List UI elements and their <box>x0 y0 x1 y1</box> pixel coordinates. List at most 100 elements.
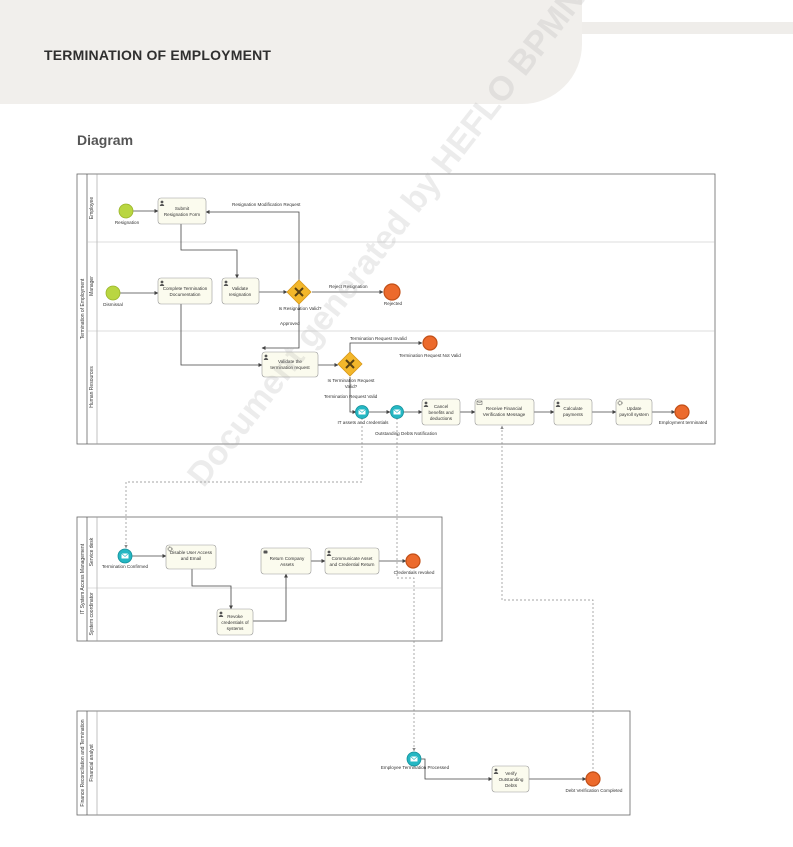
envelope-icon <box>393 409 401 415</box>
header-strip <box>582 22 793 34</box>
pool-termination: Termination of Employment Employee Manag… <box>76 173 716 445</box>
label-resignation: Resignation <box>115 220 140 225</box>
user-icon <box>423 401 429 407</box>
sequence-flows <box>120 209 676 781</box>
task-update-payroll <box>615 398 653 426</box>
end-debt-completed <box>585 771 601 787</box>
task-cancel-benefits <box>421 398 461 426</box>
envelope-icon <box>121 553 129 559</box>
pool-label-it: IT System Access Management <box>80 543 86 614</box>
task-revoke-credentials <box>216 608 254 636</box>
user-icon <box>555 401 561 407</box>
label-termination-confirmed: Termination Confirmed <box>102 564 149 569</box>
label-credentials-revoked: Credentials revoked <box>394 570 435 575</box>
lane-label-system-coordinator: System coordinator <box>89 592 95 635</box>
lane-label-manager: Manager <box>89 276 95 296</box>
label-reject: Reject Resignation <box>329 284 368 289</box>
task-validate-resignation <box>221 277 260 305</box>
task-receive-financial <box>474 398 535 426</box>
flow-request-valid <box>349 377 357 414</box>
event-labels: Resignation Dismissal Rejected Terminati… <box>102 220 708 793</box>
event-employee-processed <box>406 751 422 767</box>
page-title: TERMINATION OF EMPLOYMENT <box>44 47 272 63</box>
label-debt-completed: Debt Verification Completed <box>566 788 623 793</box>
header-banner <box>0 0 582 104</box>
label-it-assets: IT assets and credentials <box>338 420 390 425</box>
task-disable-access <box>165 544 217 570</box>
lane-label-hr: Human Resources <box>89 366 95 408</box>
hand-icon <box>263 550 268 554</box>
user-icon <box>159 200 165 206</box>
start-resignation <box>118 203 134 219</box>
label-request-invalid: Termination Request Invalid <box>350 336 407 341</box>
user-icon <box>263 354 269 360</box>
task-icons <box>159 200 623 774</box>
end-not-valid <box>422 335 438 351</box>
end-rejected <box>383 283 401 301</box>
task-submit-resignation <box>157 197 207 225</box>
message-flows <box>124 416 595 775</box>
start-dismissal <box>105 285 121 301</box>
task-validate-request <box>261 351 319 378</box>
label-employee-processed: Employee Termination Processed <box>381 765 450 770</box>
events <box>105 203 690 787</box>
task-complete-documentation <box>157 277 213 305</box>
label-not-valid: Termination Request Not Valid <box>399 353 461 358</box>
flow-submit-validate <box>180 224 239 279</box>
flow-request-invalid <box>349 341 423 352</box>
pool-label-finance: Finance Reconciliation and Termination <box>80 719 86 806</box>
event-termination-confirmed <box>117 548 133 564</box>
envelope-icon <box>476 400 483 405</box>
pool-label-termination: Termination of Employment <box>80 278 86 339</box>
gateway-request-valid <box>337 351 363 377</box>
pool-it: IT System Access Management Service desk… <box>76 516 443 642</box>
event-it-assets <box>355 405 369 419</box>
user-icon <box>159 280 165 286</box>
flow-modification <box>205 210 300 280</box>
user-icon <box>326 550 332 556</box>
label-dismissal: Dismissal <box>103 302 123 307</box>
label-gateway-resignation: Is Resignation Valid? <box>279 306 322 311</box>
label-approved: Approved <box>280 321 300 326</box>
task-verify-debts <box>491 765 530 793</box>
user-icon <box>493 768 499 774</box>
flow-revoke-return <box>250 573 288 622</box>
gear-icon <box>167 546 173 552</box>
section-title: Diagram <box>77 132 134 148</box>
flow-processed-verify <box>420 758 493 781</box>
task-boxes <box>157 197 653 793</box>
lane-label-employee: Employee <box>89 197 95 219</box>
user-icon <box>223 280 229 286</box>
label-employment-terminated: Employment terminated <box>659 420 708 425</box>
x-icon <box>345 359 355 369</box>
gear-icon <box>617 400 623 406</box>
lane-label-financial-analyst: Financial analyst <box>89 744 95 782</box>
end-employment-terminated <box>674 404 690 420</box>
flow-complete-validate-request <box>180 304 263 367</box>
msg-it-assets <box>124 416 364 549</box>
label-request-valid: Termination Request Valid <box>324 394 378 399</box>
envelope-icon <box>358 409 366 415</box>
flow-approved <box>261 304 300 350</box>
label-modification: Resignation Modification Request <box>232 202 301 207</box>
task-calculate-payments <box>553 398 593 426</box>
label-outstanding: Outstanding Debts Notification <box>375 431 437 436</box>
task-return-assets <box>260 547 312 575</box>
envelope-icon <box>410 756 418 762</box>
x-icon <box>294 287 304 297</box>
end-credentials-revoked <box>405 553 421 569</box>
event-outstanding <box>390 405 404 419</box>
